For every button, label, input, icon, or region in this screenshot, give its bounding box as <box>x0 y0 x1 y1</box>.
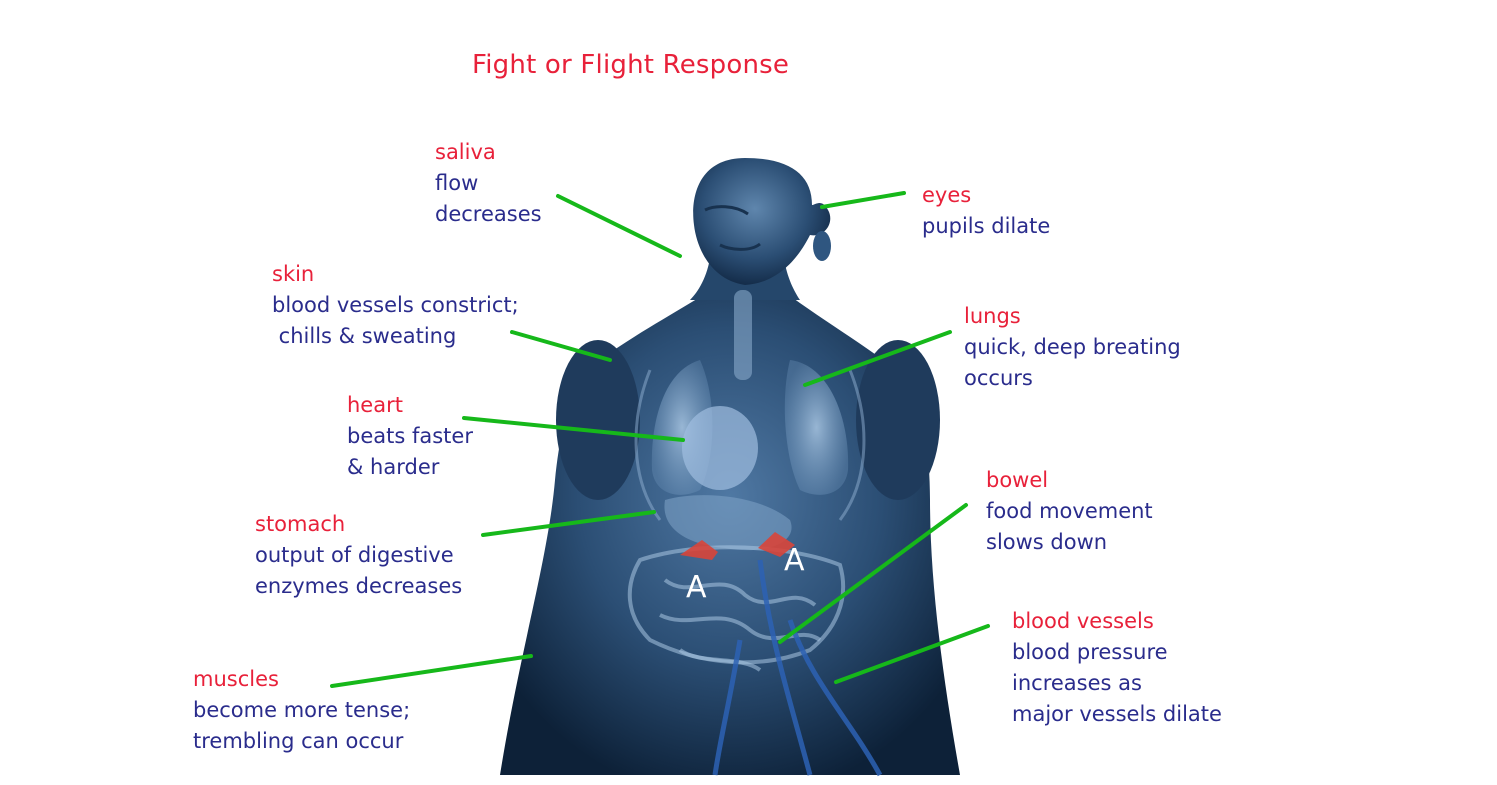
blood-vessels-heading: blood vessels <box>1012 609 1154 633</box>
callout-skin: skin blood vessels constrict; chills & s… <box>272 259 519 352</box>
bowel-leader-line <box>778 503 968 644</box>
bowel-line-1: food movement <box>986 499 1153 523</box>
callout-heart: heart beats faster & harder <box>347 390 473 483</box>
heart-line-1: beats faster <box>347 424 473 448</box>
stomach-line-1: output of digestive <box>255 543 454 567</box>
heart-heading: heart <box>347 393 403 417</box>
callout-eyes: eyes pupils dilate <box>922 180 1050 242</box>
heart-line-2: & harder <box>347 455 440 479</box>
left-adrenal-label: A <box>686 570 707 605</box>
muscles-line-2: trembling can occur <box>193 729 404 753</box>
callout-stomach: stomach output of digestive enzymes decr… <box>255 509 462 602</box>
blood-vessels-line-2: increases as <box>1012 671 1142 695</box>
lungs-line-2: occurs <box>964 366 1033 390</box>
saliva-line-2: decreases <box>435 202 542 226</box>
right-shoulder <box>856 340 940 500</box>
callout-muscles: muscles become more tense; trembling can… <box>193 664 410 757</box>
skin-line-2: chills & sweating <box>272 324 457 348</box>
lungs-leader-line <box>803 330 952 387</box>
eyes-leader-line <box>820 191 906 209</box>
left-shoulder <box>556 340 640 500</box>
diagram-title: Fight or Flight Response <box>472 50 790 80</box>
blood-vessels-line-3: major vessels dilate <box>1012 702 1222 726</box>
heart-organ <box>682 406 758 490</box>
bowel-line-2: slows down <box>986 530 1108 554</box>
left-adrenal-gland <box>680 540 718 560</box>
eyes-line-1: pupils dilate <box>922 214 1051 238</box>
blood-vessels-line-1: blood pressure <box>1012 640 1168 664</box>
heart-leader-line <box>462 416 685 442</box>
muscles-line-1: become more tense; <box>193 698 411 722</box>
callout-bowel: bowel food movement slows down <box>986 465 1153 558</box>
saliva-line-1: flow <box>435 171 479 195</box>
stomach-line-2: enzymes decreases <box>255 574 463 598</box>
major-vessels <box>712 559 883 777</box>
saliva-heading: saliva <box>435 140 496 164</box>
callout-lungs: lungs quick, deep breating occurs <box>964 301 1181 394</box>
blood-vessels-leader-line <box>834 624 990 684</box>
skin-leader-line <box>510 330 612 362</box>
stomach-heading: stomach <box>255 512 346 536</box>
lungs-line-1: quick, deep breating <box>964 335 1181 359</box>
skin-line-1: blood vessels constrict; <box>272 293 519 317</box>
trachea <box>734 290 752 380</box>
skin-heading: skin <box>272 262 315 286</box>
right-lung <box>784 360 849 495</box>
lungs-heading: lungs <box>964 304 1021 328</box>
right-adrenal-label: A <box>784 543 805 578</box>
right-adrenal-gland <box>758 532 795 557</box>
stomach-organ <box>664 495 792 551</box>
callout-saliva: saliva flow decreases <box>435 137 542 230</box>
head <box>693 158 831 285</box>
eyes-heading: eyes <box>922 183 972 207</box>
rib-cage <box>634 369 866 521</box>
stomach-leader-line <box>481 510 656 537</box>
bowel-heading: bowel <box>986 468 1049 492</box>
muscles-leader-line <box>330 654 533 688</box>
ear <box>813 231 831 261</box>
muscles-heading: muscles <box>193 667 279 691</box>
face-shading <box>704 205 761 251</box>
saliva-leader-line <box>556 194 682 258</box>
callout-blood-vessels: blood vessels blood pressure increases a… <box>1012 606 1222 730</box>
